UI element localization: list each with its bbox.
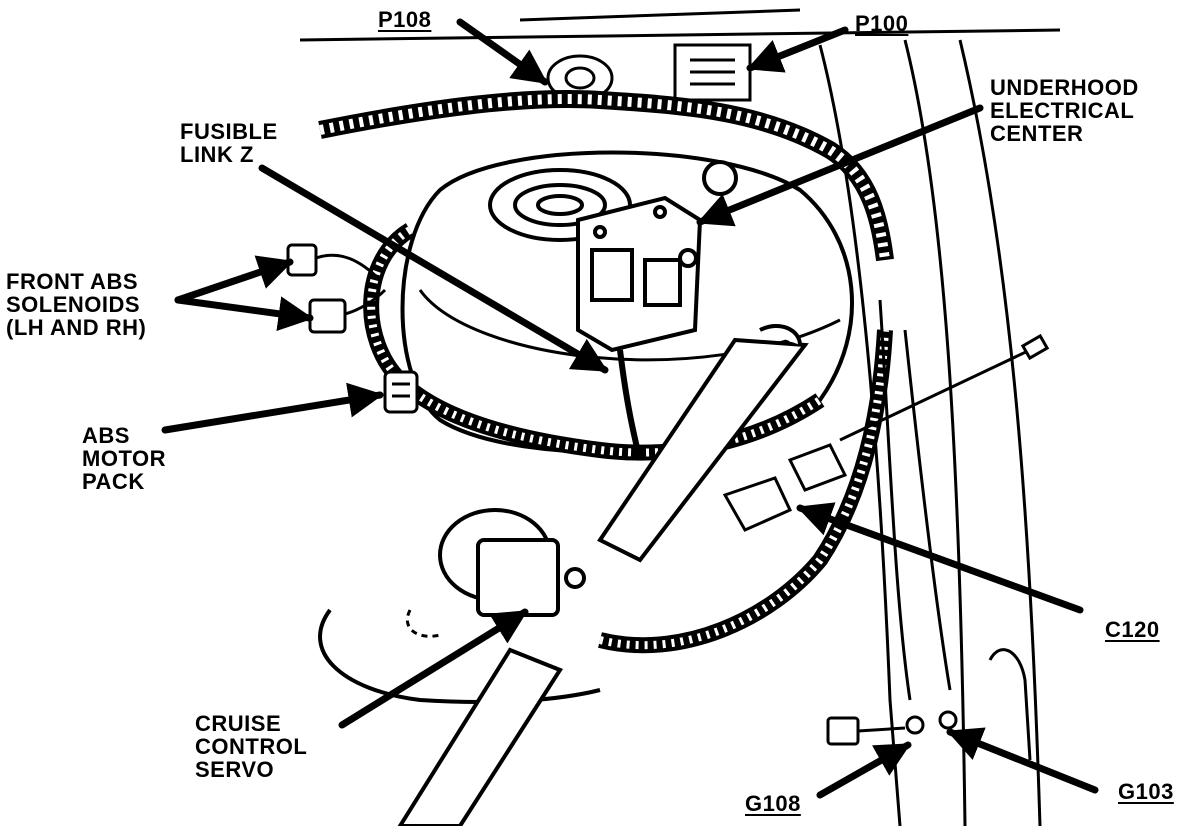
abs-motor-pack-connector <box>383 370 419 414</box>
label-line: LINK Z <box>180 142 254 167</box>
arrow-cruise <box>338 608 529 729</box>
underhood-electrical-center-shape <box>576 195 703 353</box>
label-g103: G103 <box>1118 779 1174 804</box>
label-p108: P108 <box>378 7 432 32</box>
arrow-p100 <box>746 26 849 73</box>
c120-connector-shape <box>722 443 848 532</box>
arrow-g103 <box>946 727 1099 794</box>
ground-wires <box>839 299 1031 701</box>
arrow-front-abs-1 <box>174 255 294 304</box>
label-line: FUSIBLE <box>180 119 278 144</box>
label-line: UNDERHOOD <box>990 75 1139 100</box>
label-line: FRONT ABS <box>6 269 139 294</box>
label-underhood-electrical-center: UNDERHOOD ELECTRICAL CENTER <box>990 76 1139 145</box>
arrow-c120 <box>796 502 1084 614</box>
arrow-underhood <box>696 104 984 227</box>
fusible-link-wire <box>617 349 643 461</box>
label-line: CENTER <box>990 121 1084 146</box>
label-p100: P100 <box>855 11 909 36</box>
strut-brace-bar <box>597 324 809 563</box>
label-line: PACK <box>82 469 145 494</box>
lower-harness <box>598 329 893 654</box>
label-line: ABS <box>82 423 130 448</box>
label-line: CONTROL <box>195 734 308 759</box>
arrow-g108 <box>816 741 912 799</box>
label-line: MOTOR <box>82 446 166 471</box>
arrow-abs-motor <box>161 382 384 434</box>
label-c120: C120 <box>1105 617 1160 642</box>
p100-connector-shape <box>673 43 752 102</box>
label-front-abs-solenoids: FRONT ABS SOLENOIDS (LH AND RH) <box>6 270 146 339</box>
label-abs-motor-pack: ABS MOTOR PACK <box>82 424 166 493</box>
label-line: ELECTRICAL <box>990 98 1135 123</box>
ground-bolts <box>826 333 1050 746</box>
cruise-servo-shape <box>318 508 601 704</box>
label-line: CRUISE <box>195 711 282 736</box>
arrow-p108 <box>456 18 549 86</box>
arrow-front-abs-2 <box>174 296 314 332</box>
label-line: SERVO <box>195 757 275 782</box>
arrow-fusible <box>258 164 609 374</box>
callout-arrows <box>161 18 1099 799</box>
top-harness <box>318 90 894 262</box>
label-fusible-link-z: FUSIBLE LINK Z <box>180 120 278 166</box>
label-line: (LH AND RH) <box>6 315 147 340</box>
label-line: SOLENOIDS <box>6 292 141 317</box>
label-cruise-control-servo: CRUISE CONTROL SERVO <box>195 712 307 781</box>
label-g108: G108 <box>745 791 801 816</box>
fender-lines <box>299 8 1061 827</box>
